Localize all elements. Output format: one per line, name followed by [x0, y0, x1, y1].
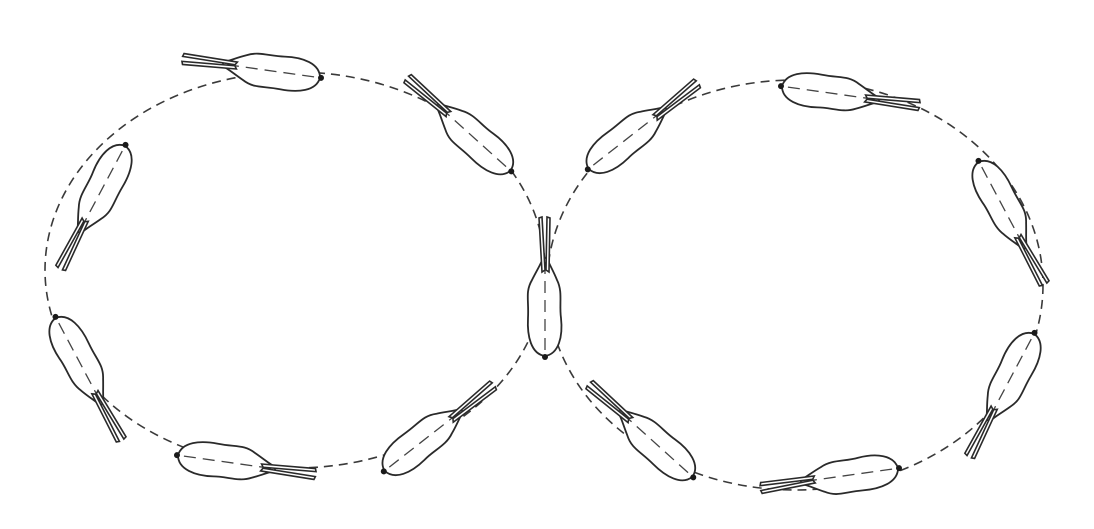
bee: [40, 306, 137, 448]
bee: [963, 150, 1060, 292]
bee: [578, 371, 707, 492]
bee-head: [542, 354, 548, 360]
bees-group: [40, 42, 1060, 505]
bee: [528, 217, 562, 360]
bee: [180, 42, 326, 95]
bee-wing: [651, 78, 698, 117]
bee: [758, 451, 904, 504]
bee-wing: [451, 386, 497, 423]
bee-wing: [590, 380, 634, 420]
bee-wing: [655, 84, 701, 121]
bee: [776, 69, 922, 122]
bee: [396, 65, 525, 186]
bee: [575, 70, 708, 185]
bee: [45, 134, 142, 276]
bee: [954, 322, 1051, 464]
bee-wing: [546, 217, 550, 272]
bee: [172, 438, 318, 491]
bee-wing: [447, 380, 494, 419]
bee-wing: [403, 78, 448, 119]
bee-wing: [1014, 236, 1043, 286]
bee: [371, 372, 504, 487]
bee-wing: [408, 74, 452, 114]
